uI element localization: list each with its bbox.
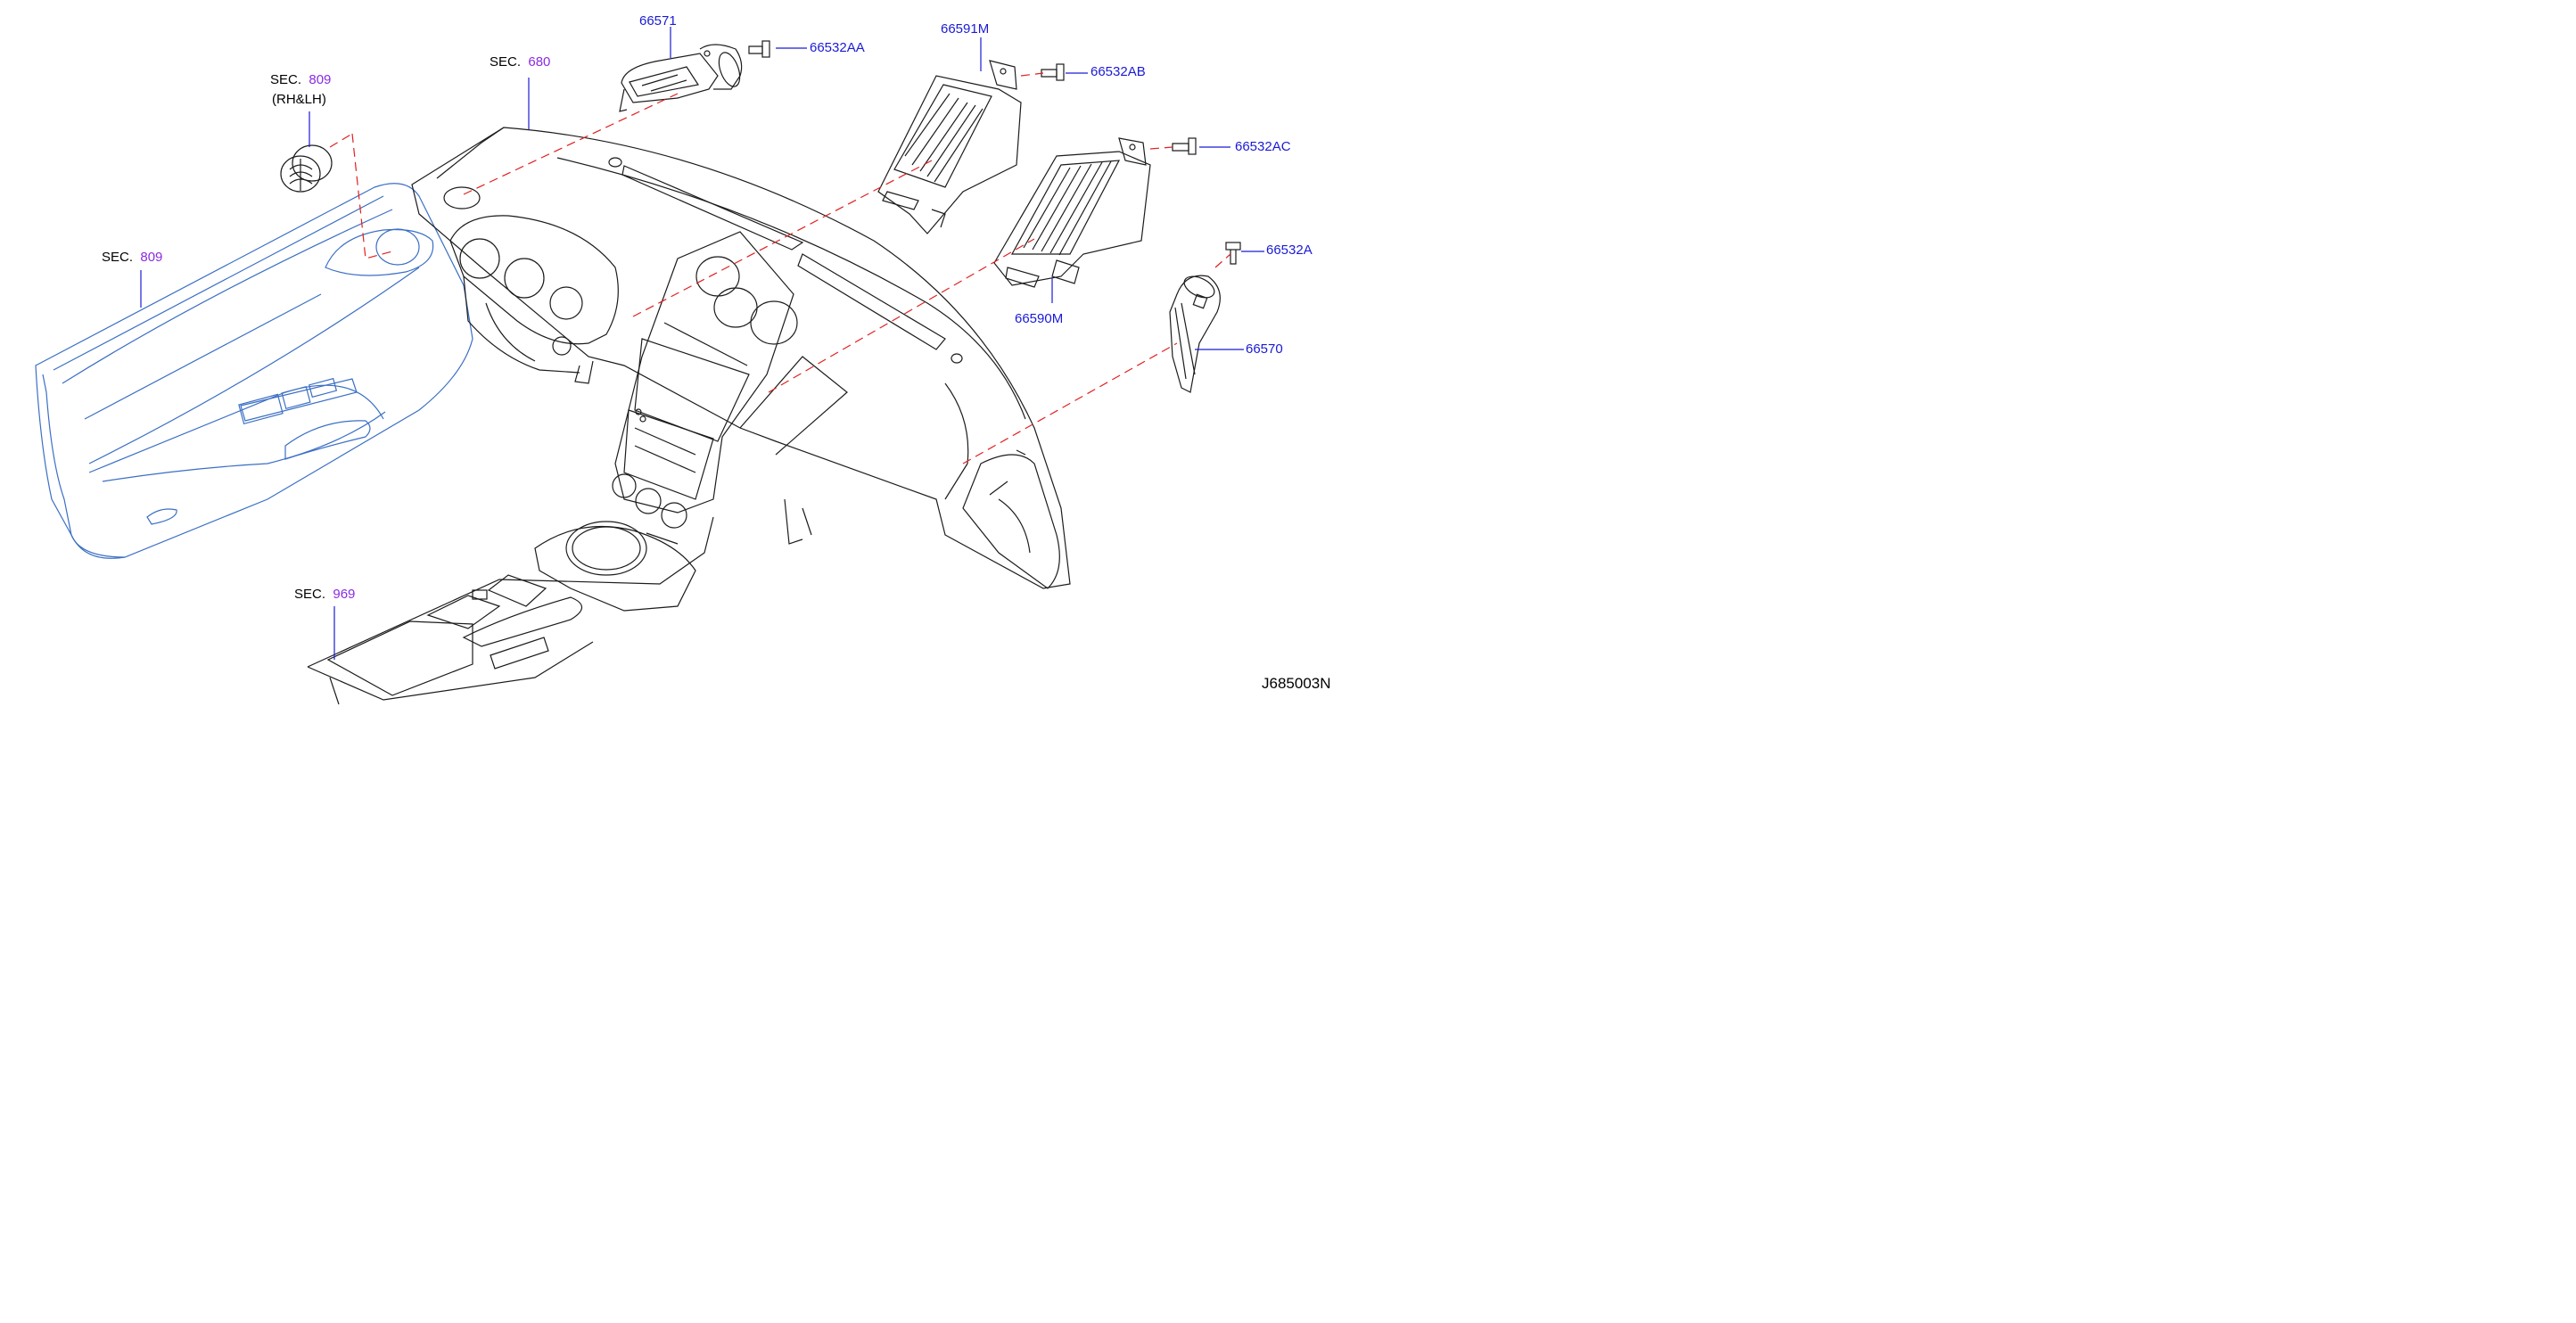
center-vent-icon [619, 44, 743, 112]
bolt-icon [1172, 137, 1197, 155]
door-panel-illustration [35, 183, 473, 559]
bolt-icon [748, 40, 770, 58]
side-vent-icon [993, 137, 1151, 288]
part-label-66532A: 66532A [1266, 242, 1313, 258]
round-vent-icon [280, 144, 333, 193]
bolt-icon [1041, 63, 1065, 81]
sec-number: 809 [140, 250, 163, 265]
sec-prefix: SEC. [490, 54, 522, 70]
sec-prefix: SEC. [102, 250, 134, 265]
sec-number: 969 [333, 587, 356, 602]
alignment-leader-lines [329, 72, 1231, 464]
sec-prefix: SEC. [270, 72, 302, 87]
sec-809-rhlh-label: SEC. 809 [270, 73, 331, 86]
sec-809-rhlh-note: (RH&LH) [272, 92, 326, 107]
dashboard-illustration [307, 127, 1071, 705]
exploded-parts-diagram [35, 27, 1264, 705]
side-vent-icon [1169, 275, 1221, 393]
part-label-66532AB: 66532AB [1090, 64, 1146, 79]
part-label-66532AC: 66532AC [1235, 139, 1291, 154]
part-label-66570: 66570 [1246, 341, 1283, 357]
sec-809-label: SEC. 809 [102, 251, 162, 264]
sec-number: 809 [309, 72, 332, 87]
label-leader-lines [140, 27, 1264, 660]
bolt-icon [1225, 242, 1241, 265]
part-label-66532AA: 66532AA [810, 40, 865, 55]
sec-prefix: SEC. [294, 587, 326, 602]
side-vent-icon [877, 60, 1022, 234]
diagram-code: J685003N [1262, 675, 1331, 692]
sec-number: 680 [528, 54, 551, 70]
part-label-66591M: 66591M [941, 21, 990, 37]
part-label-66571: 66571 [639, 13, 677, 29]
sec-969-label: SEC. 969 [294, 588, 355, 601]
part-label-66590M: 66590M [1015, 311, 1064, 326]
sec-680-label: SEC. 680 [490, 55, 550, 69]
